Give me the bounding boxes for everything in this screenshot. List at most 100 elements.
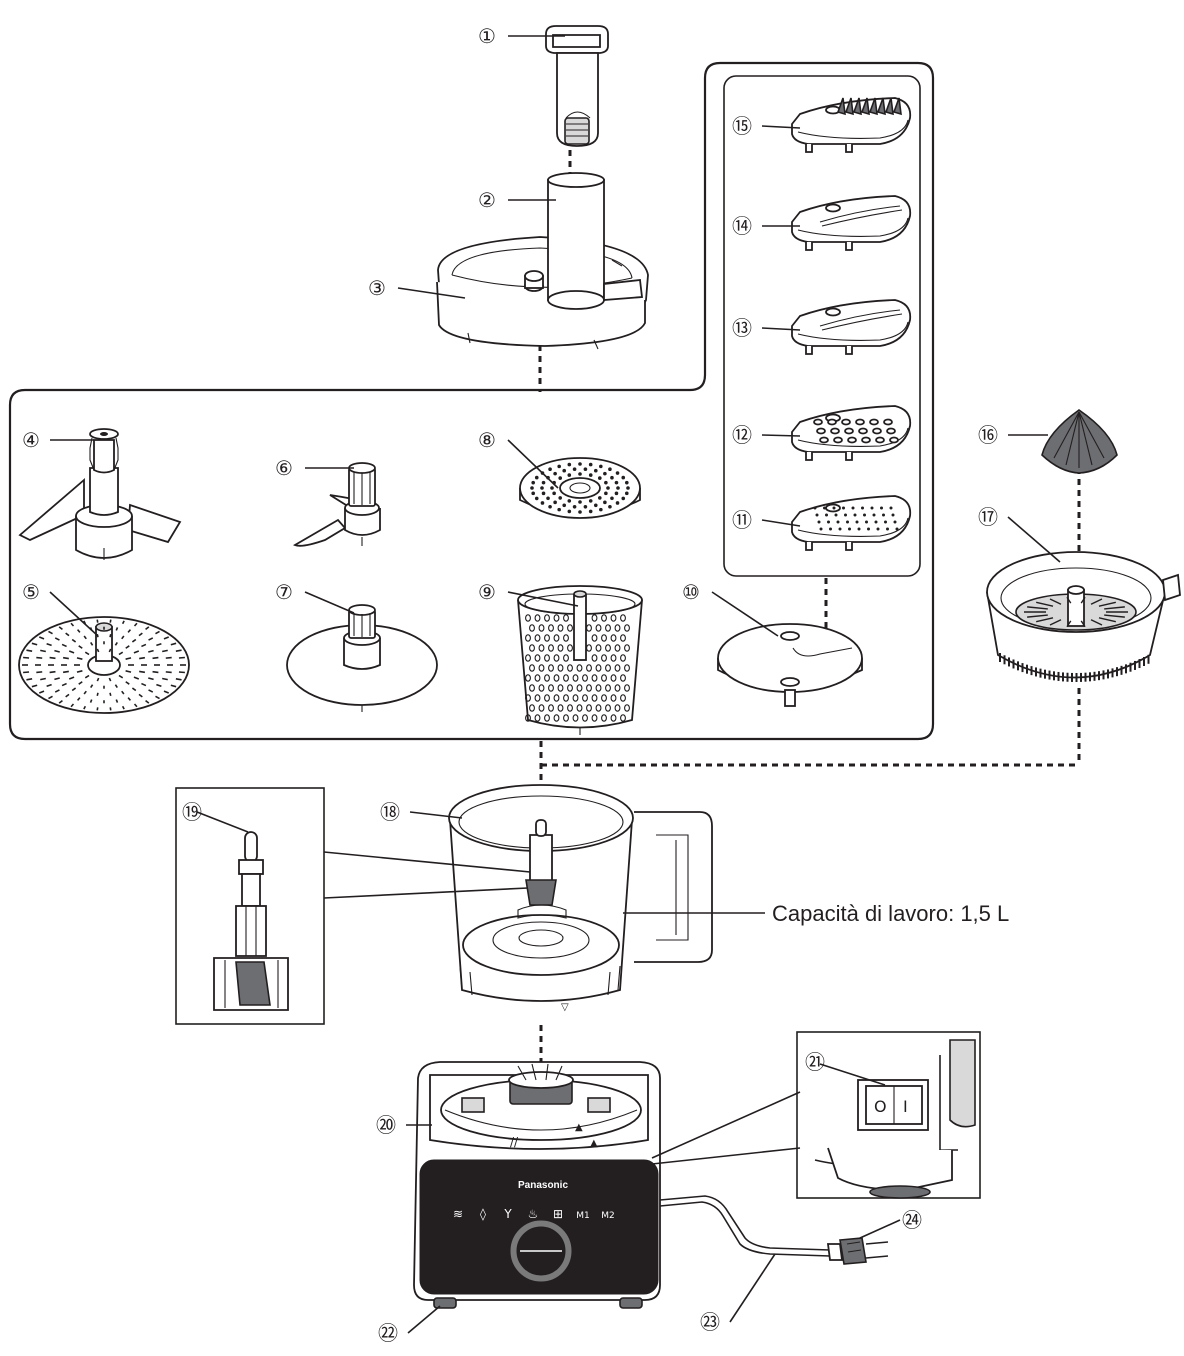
disc-hole (531, 481, 535, 485)
callout-15: ⑮ (732, 114, 752, 138)
grater-slot (166, 672, 172, 673)
disc-hole (548, 467, 552, 471)
disc-hole (535, 476, 539, 480)
disc-hole (552, 492, 556, 496)
disc-hole (578, 462, 582, 466)
disc-hole (594, 503, 598, 507)
blade-insert-13 (792, 300, 910, 354)
callout-18: ⑱ (380, 800, 400, 824)
disc-hole (603, 501, 607, 505)
callout-14: ⑭ (732, 214, 752, 238)
grater-slot (63, 671, 69, 672)
grater-slot (110, 634, 111, 637)
svg-text:▲: ▲ (590, 1138, 598, 1149)
grater-slot (91, 700, 92, 703)
disc-hole (603, 472, 607, 476)
callout-3: ③ (368, 276, 386, 300)
disc-hole (589, 510, 593, 514)
grid-icon[interactable]: ⊞ (553, 1207, 563, 1221)
disc-hole (615, 492, 619, 496)
disc-hole (567, 499, 571, 503)
disc-hole (626, 486, 630, 490)
disc-hole (616, 486, 620, 490)
grater-slot (153, 658, 159, 659)
power-cord (660, 1196, 830, 1256)
disc-hole (594, 469, 598, 473)
disc-hole (608, 505, 612, 509)
disc-hole (604, 481, 608, 485)
disc-hole (625, 481, 629, 485)
grater-slot (26, 650, 32, 651)
jug-icon[interactable]: ♨ (528, 1207, 539, 1221)
disc-hole (616, 501, 620, 505)
callout-24: ㉔ (902, 1208, 922, 1232)
callout-5: ⑤ (22, 580, 40, 604)
disc-holder (718, 624, 862, 706)
switch-on-label: I (903, 1097, 908, 1116)
switch-detail: O I (815, 1040, 975, 1198)
disc-hole (553, 501, 557, 505)
food-pusher (546, 26, 608, 146)
disc-hole (557, 465, 561, 469)
cup-icon[interactable]: ≋ (453, 1207, 463, 1221)
switch-off-label: O (874, 1097, 887, 1116)
callout-19: ⑲ (182, 800, 202, 824)
grater-slot (50, 672, 56, 673)
disc-hole (540, 486, 544, 490)
cocktail-icon[interactable]: Y (503, 1207, 512, 1221)
callout-21: ㉑ (805, 1050, 825, 1074)
m2-icon[interactable]: M2 (601, 1211, 615, 1221)
drop-icon[interactable]: ◊ (480, 1207, 486, 1221)
grater-slot (50, 658, 56, 659)
callout-8: ⑧ (478, 428, 496, 452)
dough-blade (295, 463, 380, 546)
disc-hole (608, 467, 612, 471)
blade-insert-15 (792, 98, 910, 152)
switch-connector-bottom (652, 1148, 800, 1164)
grater-slot (139, 658, 145, 659)
disc-hole (578, 500, 582, 504)
callout-16: ⑯ (978, 423, 998, 447)
juicer-strainer (987, 552, 1180, 682)
disc-hole (562, 503, 566, 507)
disc-hole (541, 501, 545, 505)
svg-text://: // (510, 1135, 519, 1149)
grating-disc (19, 617, 189, 713)
disc-hole (568, 510, 572, 514)
grater-slot (139, 671, 145, 672)
disc-hole (558, 496, 562, 500)
disc-hole (546, 496, 550, 500)
callout-7: ⑦ (275, 580, 293, 604)
disc-hole (573, 505, 577, 509)
disc-hole (589, 499, 593, 503)
disc-hole (584, 467, 588, 471)
grater-slot (176, 650, 182, 651)
disc-hole (584, 505, 588, 509)
grater-slot (153, 672, 159, 673)
grater-slot (176, 679, 182, 680)
callout-12: ⑫ (732, 423, 752, 447)
grater-slot (162, 650, 168, 651)
callout-13: ⑬ (732, 316, 752, 340)
citrus-cone (1042, 410, 1117, 473)
blade-inserts (792, 98, 910, 550)
blade-insert-11 (792, 496, 910, 550)
disc-hole (616, 471, 620, 475)
perforated-disc (520, 458, 640, 518)
disc-hole (589, 463, 593, 467)
disc-hole (542, 481, 546, 485)
callout-22: ㉒ (378, 1321, 398, 1345)
blade-insert-12 (792, 406, 910, 460)
m1-icon[interactable]: M1 (576, 1211, 590, 1221)
grater-slot (110, 693, 111, 696)
juicer-basket (518, 586, 642, 735)
switch-connector-top (652, 1092, 800, 1158)
callout-4: ④ (22, 428, 40, 452)
brand-logo: Panasonic (518, 1180, 568, 1191)
disc-hole (615, 481, 619, 485)
grater-slot (36, 658, 42, 659)
disc-hole (604, 492, 608, 496)
grater-slot (26, 679, 32, 680)
